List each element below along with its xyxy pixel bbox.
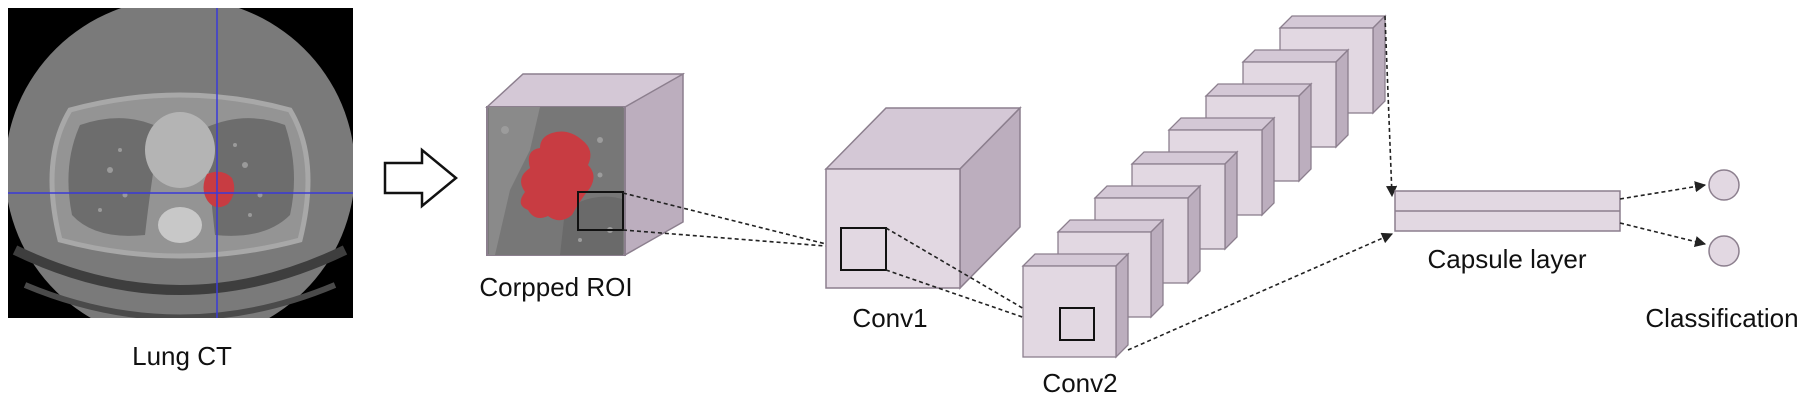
- conv1-kernel-window: [840, 227, 887, 271]
- cropped-roi-cube: [485, 72, 685, 257]
- ct-right-lung: [205, 118, 294, 236]
- conv2-feature-map-front: [1021, 252, 1130, 359]
- conv2-kernel-window: [1059, 307, 1095, 341]
- cropped-roi-label: Corpped ROI: [479, 272, 632, 302]
- conv2-stack: [1021, 14, 1387, 359]
- output-node-icon: [1708, 235, 1740, 267]
- dashed-arrow-icon: [885, 269, 1062, 333]
- roi-lesion: [520, 131, 594, 221]
- conv2-label: Conv2: [1042, 368, 1117, 398]
- dashed-arrow-icon: [1384, 15, 1398, 198]
- ct-spine: [158, 207, 202, 243]
- hollow-right-arrow-icon: [383, 147, 458, 209]
- ct-table-arc-2: [23, 282, 337, 318]
- roi-kernel-window: [577, 191, 624, 231]
- output-node-icon: [1708, 169, 1740, 201]
- ct-lesion: [203, 171, 235, 208]
- dashed-arrow-icon: [622, 192, 840, 250]
- dashed-arrow-icon: [1619, 222, 1707, 248]
- dashed-arrow-icon: [1619, 181, 1707, 200]
- ct-heart: [145, 112, 215, 188]
- capsule-layer-label: Capsule layer: [1428, 244, 1587, 274]
- conv1-label: Conv1: [852, 303, 927, 333]
- lung-ct-image: [8, 8, 353, 318]
- conv1-cube: [824, 106, 1022, 290]
- dashed-arrow-icon: [1127, 232, 1394, 351]
- ct-left-lung: [68, 118, 160, 236]
- dashed-arrow-icon: [622, 229, 840, 252]
- classification-label: Classification: [1645, 303, 1798, 333]
- lung-ct-label: Lung CT: [132, 341, 232, 371]
- ct-table-arc: [12, 245, 348, 295]
- capsule-layer: [1394, 190, 1621, 232]
